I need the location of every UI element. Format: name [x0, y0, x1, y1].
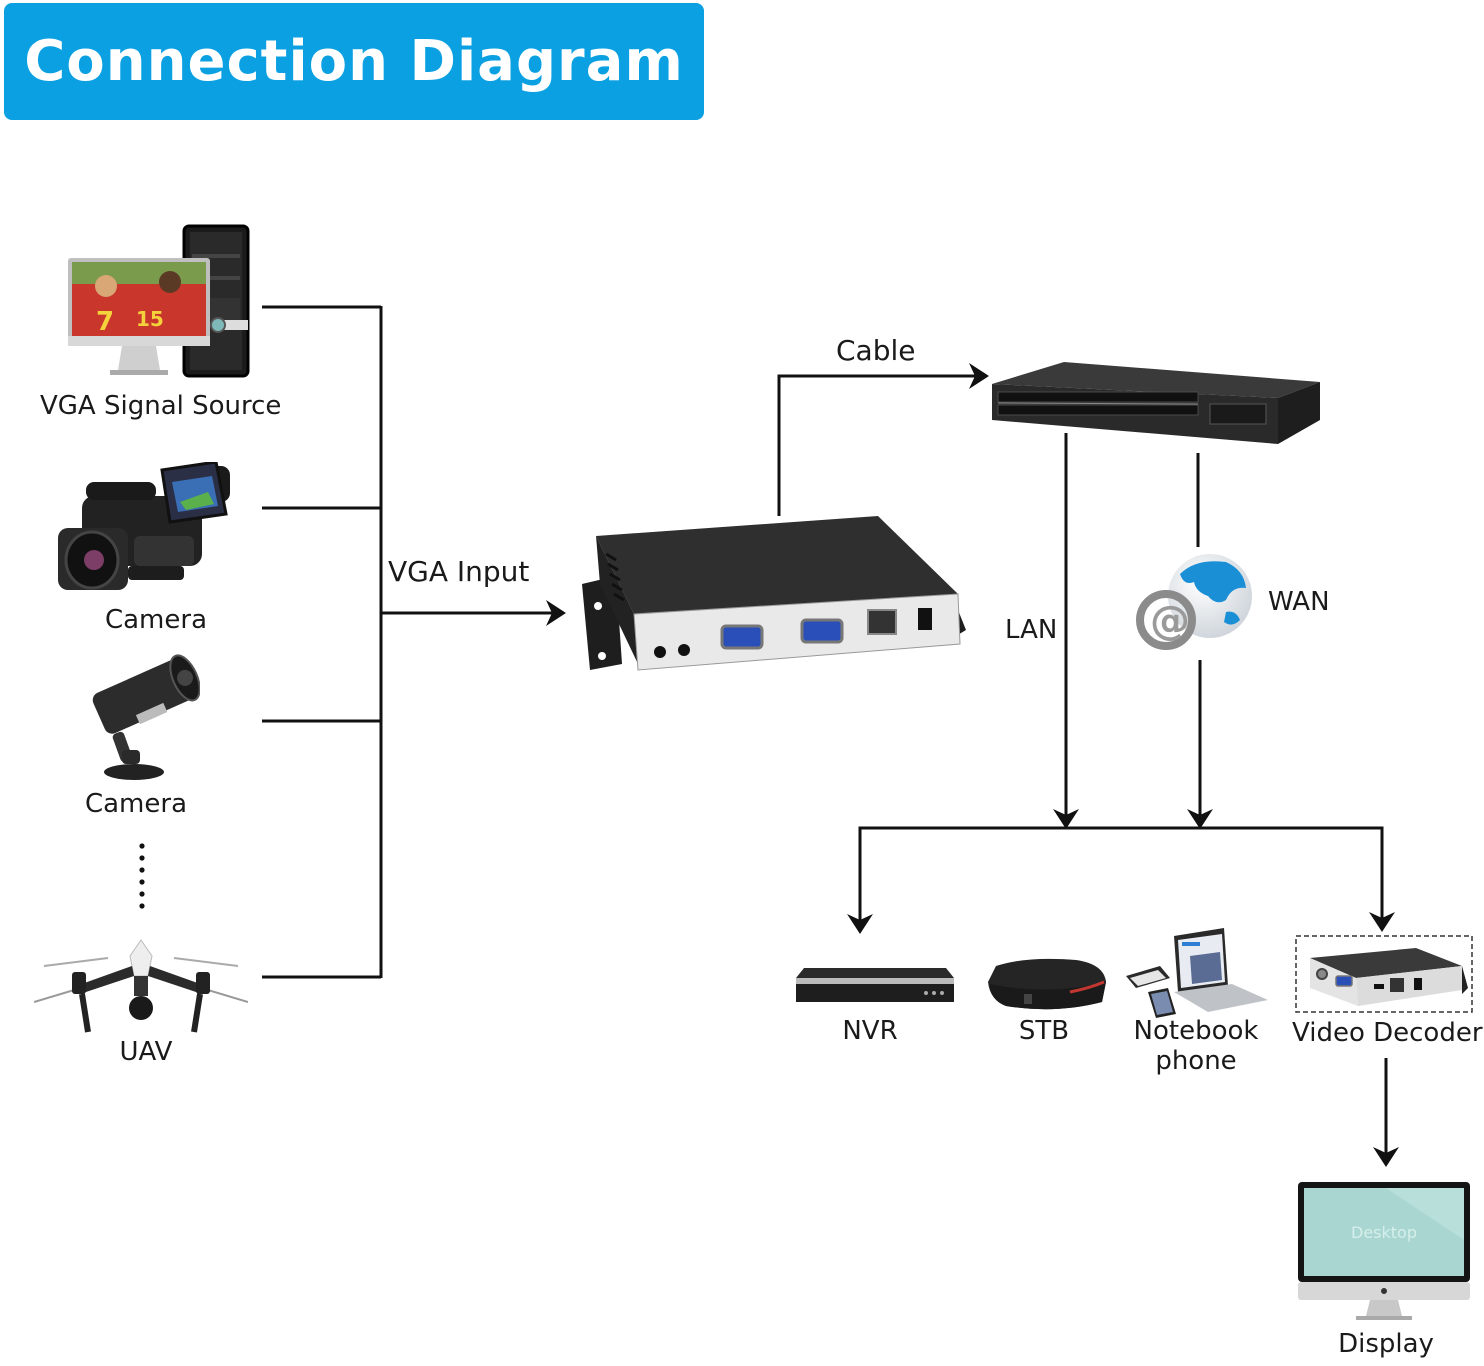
- destination-label-nvr: NVR: [842, 1016, 898, 1046]
- cctv-camera-icon: [92, 654, 200, 780]
- destination-label-decoder: Video Decoder: [1292, 1018, 1483, 1048]
- destination-label-notebook-line2: phone: [1155, 1045, 1237, 1076]
- svg-text:@: @: [1150, 598, 1190, 644]
- arrow-to-nvr: [847, 826, 1066, 934]
- page-title: Connection Diagram: [24, 29, 684, 94]
- pc-monitor-icon: 7 15: [68, 224, 250, 378]
- source-label-vga: VGA Signal Source: [40, 391, 282, 421]
- arrow-cable: [777, 363, 989, 516]
- edge-label-wan: WAN: [1268, 587, 1330, 617]
- video-decoder-icon: [1310, 948, 1468, 1006]
- globe-at-icon: @: [1136, 554, 1252, 650]
- edge-label-lan: LAN: [1005, 615, 1058, 645]
- destination-label-stb: STB: [1018, 1016, 1070, 1046]
- display-monitor-icon: Desktop: [1298, 1182, 1470, 1320]
- edge-label-cable: Cable: [836, 334, 916, 367]
- destination-label-notebook: Notebook phone: [1124, 1016, 1268, 1077]
- more-sources-ellipsis: [139, 843, 145, 909]
- source-label-cctv: Camera: [84, 789, 188, 819]
- network-switch-icon: [992, 362, 1320, 444]
- arrow-to-decoder: [1066, 826, 1395, 932]
- camcorder-icon: [58, 462, 230, 590]
- set-top-box-icon: [988, 958, 1106, 1010]
- display-screen-text: Desktop: [1351, 1223, 1417, 1242]
- display-label: Display: [1338, 1329, 1434, 1359]
- edge-label-vga-input: VGA Input: [388, 555, 530, 588]
- svg-text:15: 15: [136, 307, 164, 331]
- decoder-highlight-box: [1295, 935, 1473, 1013]
- source-label-camcorder: Camera: [104, 605, 208, 635]
- title-banner: Connection Diagram: [4, 3, 704, 120]
- destination-label-notebook-line1: Notebook: [1133, 1016, 1259, 1046]
- source-label-uav: UAV: [119, 1037, 173, 1067]
- svg-text:7: 7: [96, 307, 114, 337]
- laptop-phone-icon: [1126, 928, 1268, 1018]
- drone-icon: [34, 939, 248, 1033]
- nvr-icon: [796, 968, 954, 1002]
- video-encoder-icon: [582, 516, 966, 671]
